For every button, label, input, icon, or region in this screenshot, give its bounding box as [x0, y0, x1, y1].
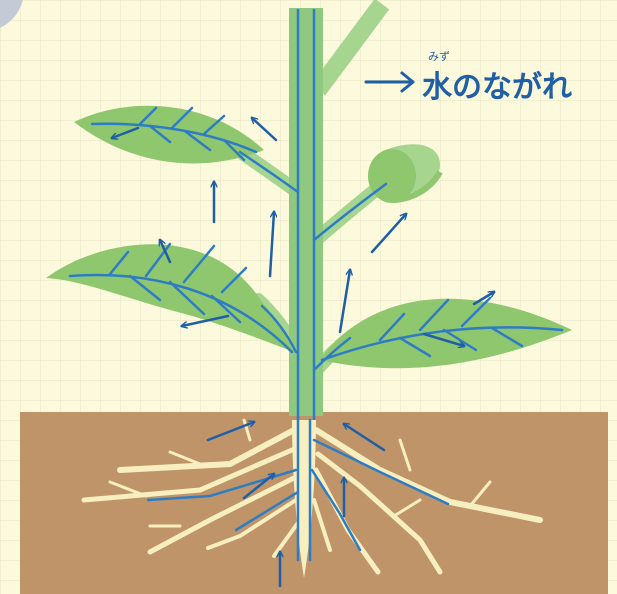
legend-label: 水のながれ [422, 62, 572, 106]
right-arrow-icon [364, 70, 418, 94]
legend: みず 水のながれ [364, 48, 604, 104]
stem [289, 8, 323, 416]
